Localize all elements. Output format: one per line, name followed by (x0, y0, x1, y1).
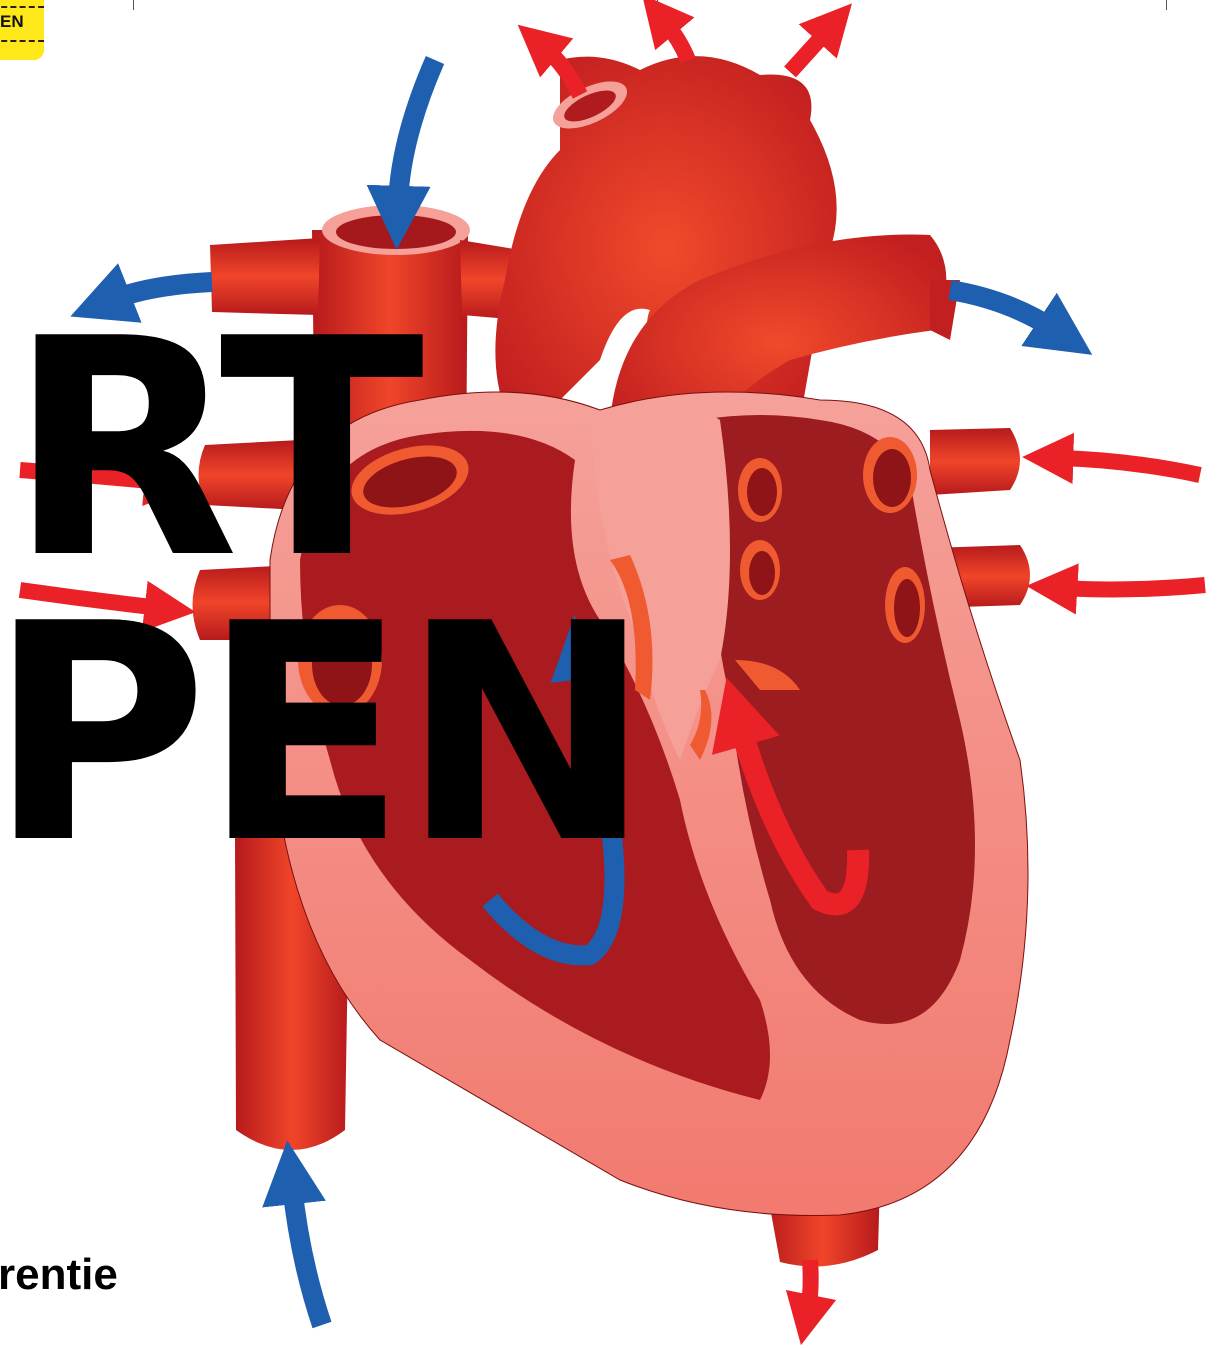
red-arrow-aorta-2 (665, 22, 688, 60)
blue-arrow-ivc (292, 1185, 322, 1325)
red-arrow-vein-upper (1058, 458, 1200, 475)
caption-text: rentie (0, 1250, 118, 1300)
red-arrow-aorta-3 (790, 30, 828, 72)
headline-line-1: RT (8, 300, 418, 600)
red-arrow-bottom (808, 1260, 811, 1310)
red-arrow-vein-lower (1062, 585, 1205, 589)
blue-arrow-pulmonary-right (950, 290, 1055, 330)
blue-arrow-svc (398, 60, 435, 205)
pulmonary-vein-upper (930, 428, 1020, 495)
headline-line-2: PEN (0, 585, 646, 885)
